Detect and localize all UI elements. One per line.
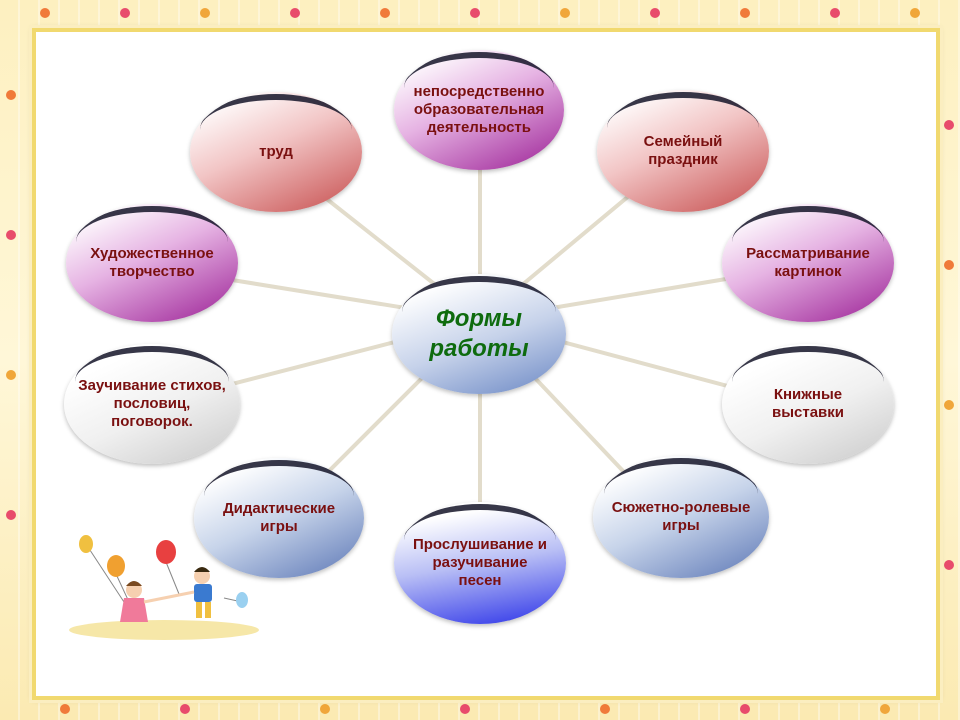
node-art-creativity: Художественное творчество [66,204,238,322]
flower-icon [40,8,50,18]
node-role-play: Сюжетно-ролевые игры [593,456,769,578]
central-node-label: Формы работы [429,305,529,362]
flower-icon [6,90,16,100]
flower-icon [460,704,470,714]
flower-icon [650,8,660,18]
central-node: Формы работы [392,274,566,394]
node-memorizing-poems: Заучивание стихов, пословиц, поговорок. [64,344,240,464]
node-song-listening: Прослушивание и разучивание песен [394,502,566,624]
flower-icon [944,400,954,410]
flower-icon [6,230,16,240]
node-label: непосредственно образовательная деятельн… [413,83,545,136]
node-didactic-games: Дидактические игры [194,458,364,578]
flower-icon [880,704,890,714]
node-label: Прослушивание и разучивание песен [412,536,548,589]
flower-icon [560,8,570,18]
flower-icon [6,510,16,520]
node-label: Книжные выставки [771,386,844,421]
node-label: труд [259,143,293,160]
flower-icon [944,120,954,130]
flower-icon [380,8,390,18]
flower-icon [910,8,920,18]
node-picture-viewing: Рассматривание картинок [722,204,894,322]
flower-icon [740,704,750,714]
flower-icon [944,260,954,270]
flower-icon [6,370,16,380]
flower-icon [180,704,190,714]
node-label: Семейный праздник [643,133,723,168]
node-label: Рассматривание картинок [746,245,870,280]
node-nod: непосредственно образовательная деятельн… [394,50,564,170]
node-label: Сюжетно-ролевые игры [611,499,751,534]
flower-icon [600,704,610,714]
flower-icon [60,704,70,714]
flower-icon [944,560,954,570]
node-label: Заучивание стихов, пословиц, поговорок. [78,377,226,430]
flower-icon [740,8,750,18]
node-labor: труд [190,92,362,212]
flower-icon [120,8,130,18]
flower-icon [830,8,840,18]
children-with-balloons-illustration [69,535,259,640]
flower-icon [290,8,300,18]
flower-icon [320,704,330,714]
flower-icon [200,8,210,18]
node-book-exhibitions: Книжные выставки [722,344,894,464]
node-label: Дидактические игры [222,500,336,535]
flower-icon [470,8,480,18]
node-label: Художественное творчество [90,245,214,280]
node-family-holiday: Семейный праздник [597,90,769,212]
